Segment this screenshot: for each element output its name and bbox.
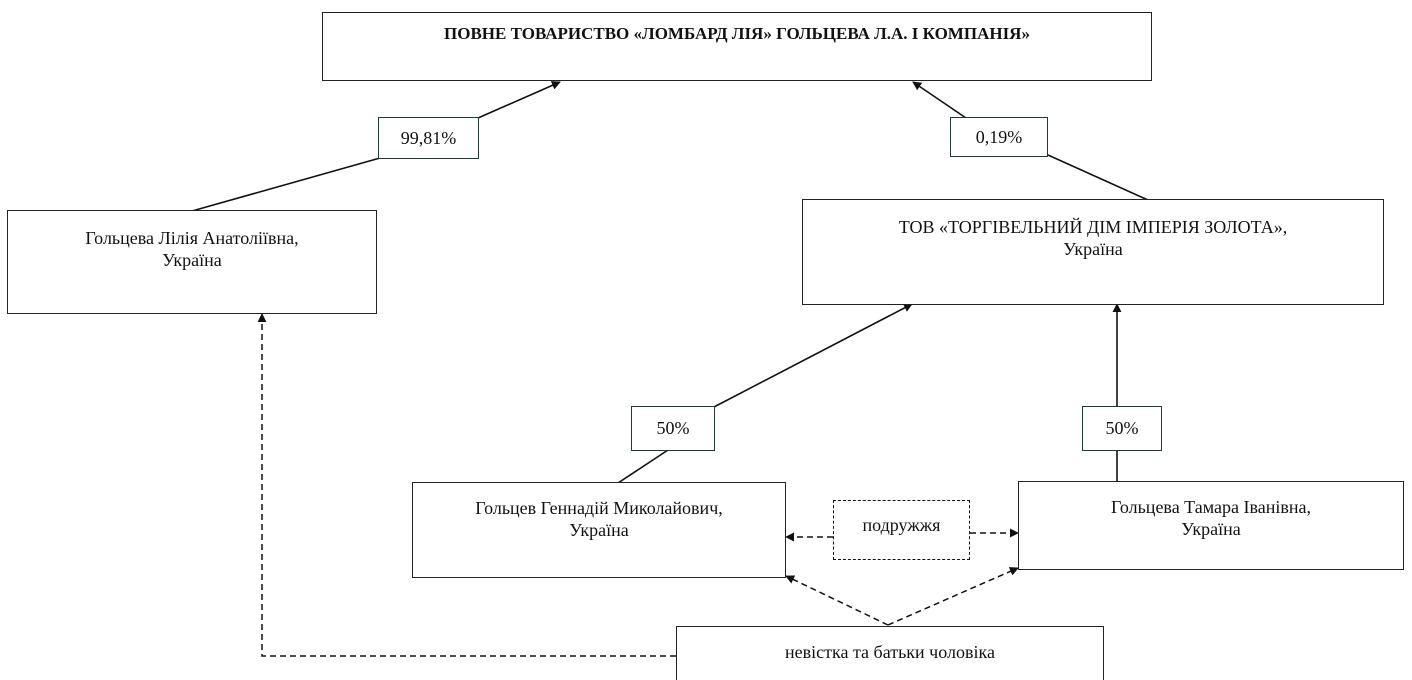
spouses-label-box: подружжя [833,500,970,560]
lilia-box: Гольцева Лілія Анатоліївна, Україна [7,210,377,314]
gennadiy-country: Україна [569,520,629,540]
link-lilia-company-lower [191,157,381,212]
lilia-country: Україна [162,250,222,270]
link-inlaw-lilia [257,313,676,657]
link-gennadiy-tradinghouse-lower [617,449,669,484]
link-lilia-company-upper [477,81,561,119]
share-trading-house-value: 0,19% [975,127,1023,147]
trading-house-country: Україна [1063,239,1123,259]
link-tradinghouse-company-lower [1047,154,1149,201]
share-label-trading-house: 0,19% [950,117,1048,157]
inlaw-relation-box: невістка та батьки чоловіка [676,626,1104,680]
trading-house-box: ТОВ «ТОРГІВЕЛЬНИЙ ДІМ ІМПЕРІЯ ЗОЛОТА», У… [802,199,1384,305]
company-name: ПОВНЕ ТОВАРИСТВО «ЛОМБАРД ЛІЯ» ГОЛЬЦЕВА … [444,24,1030,43]
tamara-country: Україна [1181,519,1241,539]
share-tamara-value: 50% [1105,418,1139,438]
spouses-label: подружжя [862,515,941,535]
share-lilia-value: 99,81% [400,128,457,148]
link-inlaw-gennadiy [785,575,889,626]
gennadiy-box: Гольцев Геннадій Миколайович, Україна [412,482,786,578]
tamara-name: Гольцева Тамара Іванівна, [1111,497,1311,517]
inlaw-relation-label: невістка та батьки чоловіка [785,642,995,662]
lilia-name: Гольцева Лілія Анатоліївна, [85,228,299,248]
trading-house-name: ТОВ «ТОРГІВЕЛЬНИЙ ДІМ ІМПЕРІЯ ЗОЛОТА», [898,217,1288,237]
link-inlaw-tamara [887,567,1019,626]
link-gennadiy-tradinghouse-upper [713,303,913,408]
gennadiy-name: Гольцев Геннадій Миколайович, [475,498,723,518]
share-label-tamara: 50% [1082,406,1162,451]
share-label-lilia: 99,81% [378,117,479,159]
company-box: ПОВНЕ ТОВАРИСТВО «ЛОМБАРД ЛІЯ» ГОЛЬЦЕВА … [322,12,1152,81]
share-gennadiy-value: 50% [656,418,690,438]
link-tradinghouse-company-upper [912,81,967,119]
tamara-box: Гольцева Тамара Іванівна, Україна [1018,481,1404,570]
share-label-gennadiy: 50% [631,406,715,451]
